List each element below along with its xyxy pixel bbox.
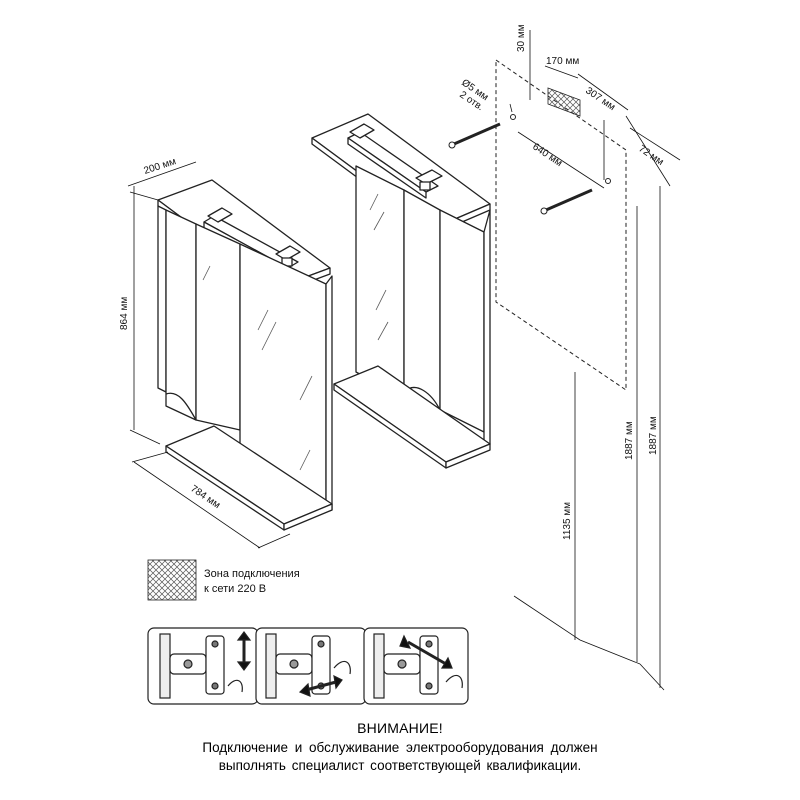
hinge-3 xyxy=(373,633,463,699)
warning-title: ВНИМАНИЕ! xyxy=(357,720,443,736)
hole-spacing-label: 640 мм xyxy=(530,141,564,169)
hinge-2 xyxy=(265,633,351,699)
connection-zone xyxy=(547,87,581,117)
arrow-up-down-icon xyxy=(236,631,252,671)
legend-line-2: к сети 220 В xyxy=(204,583,266,595)
width-label: 784 мм xyxy=(188,483,222,511)
legend-swatch xyxy=(147,559,197,601)
screw-lower xyxy=(540,178,611,215)
height-label: 864 мм xyxy=(119,297,130,330)
cabinet-left xyxy=(157,179,333,531)
screw-upper xyxy=(448,114,516,149)
top-height-label-1: 1887 мм xyxy=(624,421,635,460)
arrow-diagonal-icon xyxy=(399,634,453,669)
hinge-panels xyxy=(147,627,469,705)
dimension-lines-left xyxy=(127,161,291,549)
cabinet-right xyxy=(311,113,491,469)
top-offset-label: 30 мм xyxy=(516,24,527,52)
side-offset-label: 72 мм xyxy=(636,143,665,168)
depth-label: 200 мм xyxy=(143,156,178,177)
warning-line-2: выполнять специалист соответствующей ква… xyxy=(218,758,582,773)
warning-line-1: Подключение и обслуживание электрооборуд… xyxy=(202,740,598,755)
hinge-1 xyxy=(159,631,252,699)
arrow-left-right-icon xyxy=(298,674,343,697)
lamp-right xyxy=(347,123,443,199)
top-height-label-2: 1887 мм xyxy=(648,416,659,455)
legend: Зона подключения к сети 220 В xyxy=(147,559,300,601)
zone-width-label: 170 мм xyxy=(546,56,579,67)
wall-outline xyxy=(495,59,627,391)
bottom-height-label: 1135 мм xyxy=(562,502,573,540)
dimension-lines-mount xyxy=(509,30,681,691)
legend-line-1: Зона подключения xyxy=(204,568,300,580)
